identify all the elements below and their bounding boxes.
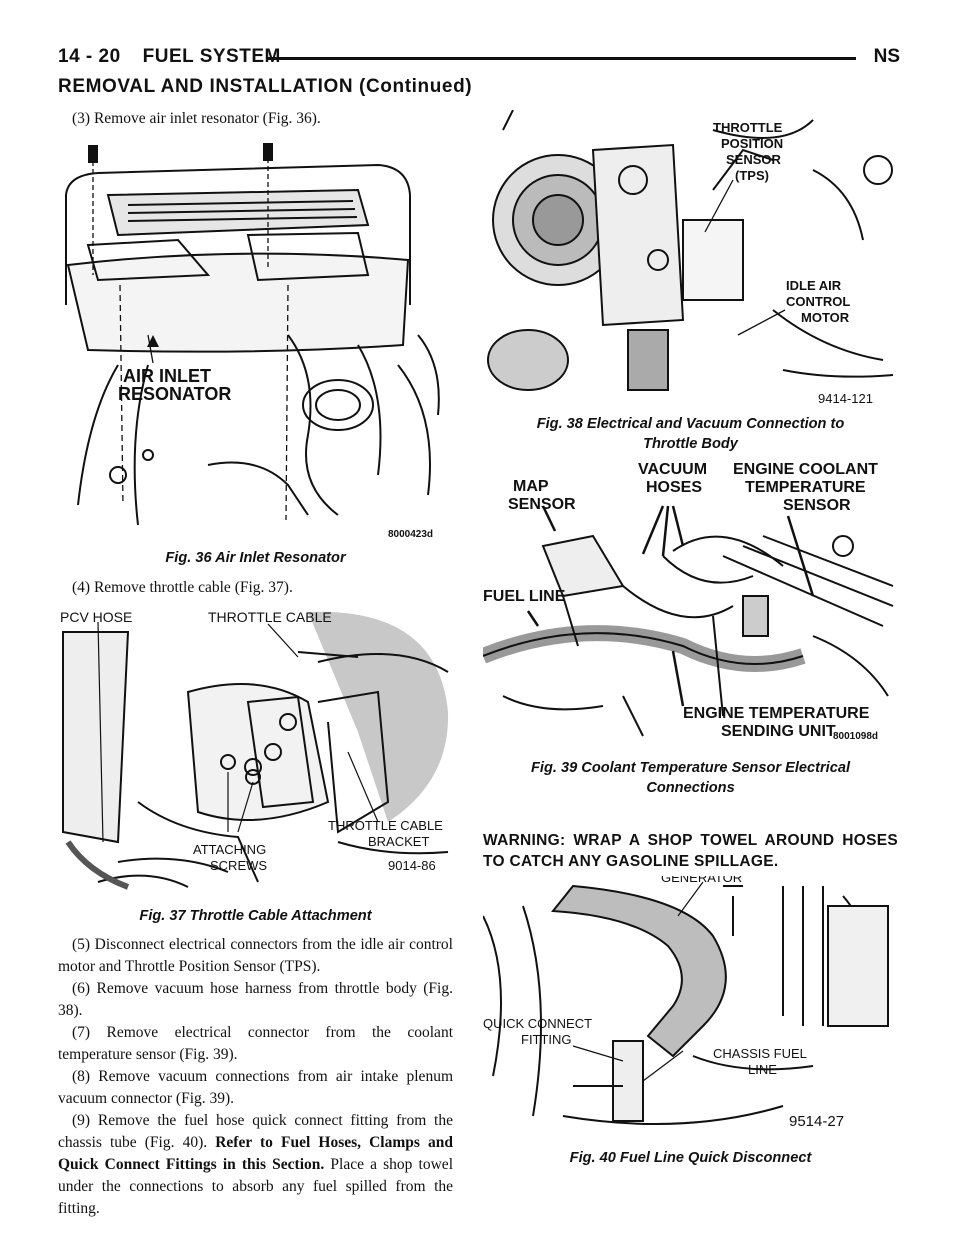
step-5: (5) Disconnect electrical connectors fro… bbox=[58, 936, 453, 975]
header-rule bbox=[266, 57, 856, 60]
fig39-label-map-2: SENSOR bbox=[508, 496, 576, 513]
step-9-text: (9) Remove the fuel hose quick connect f… bbox=[58, 1112, 453, 1151]
fig37-label-cable: THROTTLE CABLE bbox=[208, 609, 332, 625]
fig39-label-etsu-2: SENDING UNIT bbox=[721, 723, 836, 740]
fig37-code: 9014-86 bbox=[388, 858, 436, 873]
page-header: 14 - 20 FUEL SYSTEM NS bbox=[58, 46, 900, 76]
figure-39: MAP SENSOR VACUUM HOSES ENGINE COOLANT T… bbox=[483, 456, 898, 746]
caption-fig-36: Fig. 36 Air Inlet Resonator bbox=[165, 550, 346, 566]
fig40-label-generator: GENERATOR bbox=[661, 876, 742, 885]
step-9-note: Place a shop towel under the connections… bbox=[58, 1156, 453, 1217]
caption-fig-39: Fig. 39 Coolant Temperature Sensor Elect… bbox=[483, 758, 898, 798]
fig36-label-line2: RESONATOR bbox=[118, 384, 231, 404]
fig37-label-bracket-2: BRACKET bbox=[368, 834, 429, 849]
fig38-code: 9414-121 bbox=[818, 391, 873, 406]
caption-fig-38-line1: Fig. 38 Electrical and Vacuum Connection… bbox=[536, 416, 845, 432]
figure-38: THROTTLE POSITION SENSOR (TPS) IDLE AIR … bbox=[483, 110, 898, 410]
step-3: (3) Remove air inlet resonator (Fig. 36)… bbox=[72, 110, 321, 127]
step-4: (4) Remove throttle cable (Fig. 37). bbox=[72, 579, 293, 596]
caption-fig-40: Fig. 40 Fuel Line Quick Disconnect bbox=[569, 1150, 812, 1166]
fig40-label-qc-1: QUICK CONNECT bbox=[483, 1016, 592, 1031]
figure-40: GENERATOR QUICK CONNECT FITTING CHASSIS … bbox=[483, 876, 898, 1146]
fig39-label-vacuum-1: VACUUM bbox=[638, 461, 707, 478]
fig39-label-vacuum-2: HOSES bbox=[646, 479, 702, 496]
fig40-label-qc-2: FITTING bbox=[521, 1032, 572, 1047]
caption-fig-37: Fig. 37 Throttle Cable Attachment bbox=[139, 908, 372, 924]
fig39-label-ect-1: ENGINE COOLANT bbox=[733, 461, 878, 478]
fig39-code: 8001098d bbox=[833, 731, 878, 742]
fig39-label-etsu-1: ENGINE TEMPERATURE bbox=[683, 705, 870, 722]
fig39-label-ect-2: TEMPERATURE bbox=[745, 479, 866, 496]
fig40-code: 9514-27 bbox=[789, 1113, 844, 1130]
caption-fig-39-line2: Connections bbox=[646, 780, 735, 796]
caption-fig-39-line1: Fig. 39 Coolant Temperature Sensor Elect… bbox=[531, 760, 850, 776]
step-9-reference: Refer to Fuel Hoses, Clamps and Quick Co… bbox=[58, 1134, 453, 1173]
fig39-label-fuel-line: FUEL LINE bbox=[483, 588, 566, 605]
warning-text: WARNING: WRAP A SHOP TOWEL AROUND HOSES … bbox=[483, 832, 898, 870]
fig37-label-bracket-1: THROTTLE CABLE bbox=[328, 818, 443, 833]
fig36-code: 8000423d bbox=[388, 529, 433, 540]
caption-fig-38: Fig. 38 Electrical and Vacuum Connection… bbox=[483, 414, 898, 454]
page-number: 14 - 20 bbox=[58, 46, 121, 67]
vehicle-code: NS bbox=[873, 46, 900, 67]
fig39-label-map-1: MAP bbox=[513, 478, 549, 495]
step-6: (6) Remove vacuum hose harness from thro… bbox=[58, 980, 453, 1019]
fig40-label-cf-1: CHASSIS FUEL bbox=[713, 1046, 807, 1061]
figure-37: PCV HOSE THROTTLE CABLE THROTTLE CABLE B… bbox=[58, 602, 453, 892]
fig38-label-iac-3: MOTOR bbox=[801, 310, 850, 325]
fig38-label-tps-1: THROTTLE bbox=[713, 120, 783, 135]
fig38-label-tps-3: SENSOR bbox=[726, 152, 782, 167]
figure-36: AIR INLET RESONATOR 8000423d bbox=[58, 135, 453, 545]
fig36-label-line1: AIR INLET bbox=[123, 366, 211, 386]
section-title: FUEL SYSTEM bbox=[142, 46, 281, 67]
fig40-label-cf-2: LINE bbox=[748, 1062, 777, 1077]
continued-heading: REMOVAL AND INSTALLATION (Continued) bbox=[58, 76, 473, 97]
fig37-label-screws-1: ATTACHING bbox=[193, 842, 266, 857]
fig38-label-iac-1: IDLE AIR bbox=[786, 278, 842, 293]
fig37-label-screws-2: SCREWS bbox=[210, 858, 267, 873]
caption-fig-38-line2: Throttle Body bbox=[643, 436, 738, 452]
step-9: (9) Remove the fuel hose quick connect f… bbox=[58, 1110, 453, 1220]
fig37-label-pcv: PCV HOSE bbox=[60, 609, 132, 625]
step-8: (8) Remove vacuum connections from air i… bbox=[58, 1068, 453, 1107]
fig38-label-tps-4: (TPS) bbox=[735, 168, 769, 183]
header-left: 14 - 20 FUEL SYSTEM bbox=[58, 46, 281, 68]
fig39-label-ect-3: SENSOR bbox=[783, 497, 851, 514]
fig38-label-iac-2: CONTROL bbox=[786, 294, 850, 309]
step-7: (7) Remove electrical connector from the… bbox=[58, 1024, 453, 1063]
fig38-label-tps-2: POSITION bbox=[721, 136, 783, 151]
